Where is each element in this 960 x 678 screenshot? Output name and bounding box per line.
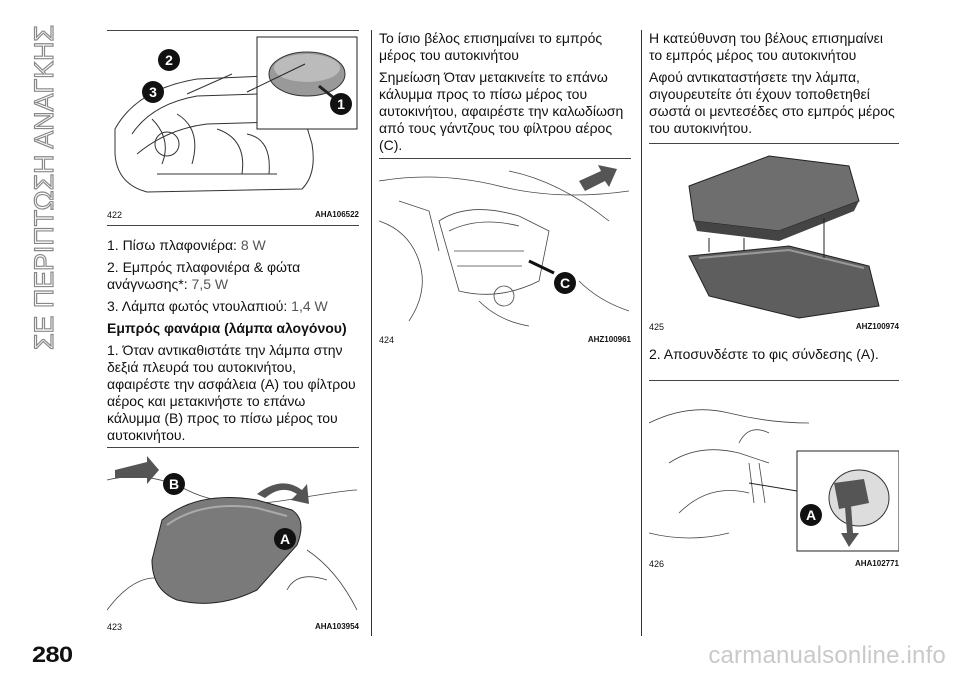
callout-A: A: [799, 503, 823, 527]
column-3-step: 2. Αποσυνδέστε το φις σύνδεσης (A).: [649, 346, 899, 368]
car-interior-illustration: [114, 36, 358, 193]
callout-3: 3: [141, 80, 165, 104]
bulb-spec-value: 8 W: [240, 237, 266, 253]
callout-label: 3: [149, 84, 157, 100]
connector-illustration: [649, 409, 899, 552]
figure-number: 422: [107, 210, 123, 220]
column-divider: [371, 30, 372, 636]
figure-rule: [379, 158, 631, 159]
paragraph: Το ίσιο βέλος επισημαίνει το εμπρός μέρο…: [379, 30, 603, 63]
callout-label: A: [806, 507, 816, 523]
callout-label: B: [169, 476, 179, 492]
callout-A: A: [273, 527, 297, 551]
section-title: ΣΕ ΠΕΡΙΠΤΩΣΗ ΑΝΑΓΚΗΣ: [29, 25, 59, 350]
callout-1: 1: [329, 92, 353, 116]
air-filter-illustration: [107, 456, 358, 611]
figure-rule: [107, 225, 359, 226]
bulb-spec-item: 3. Λάμπα φωτός ντουλαπιού: 1,4 W: [107, 298, 328, 314]
figure-code: AHA106522: [314, 210, 359, 219]
bulb-spec-value: 1,4 W: [291, 298, 328, 314]
instruction-step-2: 2. Αποσυνδέστε το φις σύνδεσης (A).: [649, 346, 879, 362]
figure-code: AHZ100974: [855, 322, 899, 331]
instruction-step-1: 1. Όταν αντικαθιστάτε την λάμπα στην δεξ…: [107, 342, 356, 443]
callout-label: A: [280, 531, 290, 547]
callout-label: 2: [165, 52, 173, 68]
figure-425: 425 AHZ100974: [649, 146, 899, 336]
column-2-text: Το ίσιο βέλος επισημαίνει το εμπρός μέρο…: [379, 30, 631, 159]
figure-caption: 422 AHA106522: [107, 210, 359, 220]
figure-code: AHA102771: [854, 559, 899, 568]
figure-422: 2 3 1 422 AHA106522: [107, 34, 359, 220]
figure-rule: [107, 30, 359, 31]
page-number: 280: [32, 642, 73, 667]
paragraph: Αφού αντικαταστήσετε την λάμπα, σιγουρευ…: [649, 69, 895, 136]
section-title-vertical: ΣΕ ΠΕΡΙΠΤΩΣΗ ΑΝΑΓΚΗΣ: [6, 20, 66, 350]
air-filter-box-illustration: [688, 155, 880, 319]
callout-label: C: [560, 275, 570, 291]
figure-rule: [649, 143, 899, 144]
figure-rule: [107, 447, 359, 448]
column-1-text: 1. Πίσω πλαφονιέρα: 8 W 2. Εμπρός πλαφον…: [107, 237, 359, 449]
column-1: [107, 30, 359, 31]
figure-caption: 425 AHZ100974: [649, 322, 899, 332]
figure-caption: 426 AHA102771: [649, 559, 899, 569]
figure-number: 425: [649, 322, 665, 332]
bulb-spec-item: 1. Πίσω πλαφονιέρα: 8 W: [107, 237, 266, 253]
figure-rule: [649, 380, 899, 381]
column-3-text: Η κατεύθυνση του βέλους επισημαίνει το ε…: [649, 30, 899, 142]
callout-C: C: [553, 271, 577, 295]
figure-424: C 424 AHZ100961: [379, 161, 631, 349]
watermark[interactable]: carmanualsonline.info: [708, 642, 946, 669]
figure-423: B A 423 AHA103954: [107, 450, 359, 634]
figure-number: 424: [379, 335, 395, 345]
paragraph: Η κατεύθυνση του βέλους επισημαίνει το ε…: [649, 30, 883, 63]
column-divider: [641, 30, 642, 636]
wiring-harness-illustration: [379, 165, 630, 327]
figure-number: 426: [649, 559, 665, 569]
bulb-spec-value: 7,5 W: [191, 276, 229, 292]
note-paragraph: Σημείωση Όταν μετακινείτε το επάνω κάλυμ…: [379, 69, 624, 153]
callout-2: 2: [157, 48, 181, 72]
callout-B: B: [162, 472, 186, 496]
figure-code: AHZ100961: [587, 335, 631, 344]
figure-426: A 426 AHA102771: [649, 383, 899, 573]
figure-caption: 424 AHZ100961: [379, 335, 631, 345]
figure-code: AHA103954: [314, 622, 359, 631]
figure-caption: 423 AHA103954: [107, 622, 359, 632]
callout-label: 1: [337, 96, 345, 112]
figure-number: 423: [107, 622, 123, 632]
bulb-spec-item: 2. Εμπρός πλαφονιέρα & φώτα ανάγνωσης*: …: [107, 259, 301, 292]
section-heading: Εμπρός φανάρια (λάμπα αλογόνου): [107, 320, 347, 336]
